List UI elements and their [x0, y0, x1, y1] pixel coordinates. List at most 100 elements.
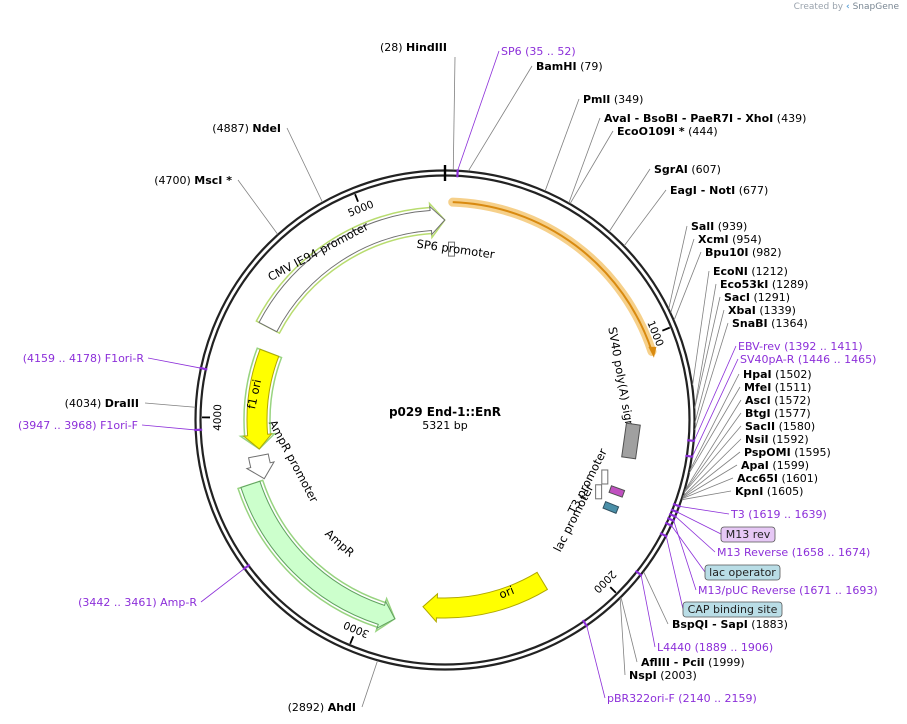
site-label-part: MscI *	[194, 174, 232, 187]
site-label-part: Bpu10I	[705, 246, 749, 259]
primer-mark	[670, 508, 679, 514]
boxed-label: lac operator	[709, 566, 776, 579]
site-label: EcoNI (1212)	[713, 265, 788, 278]
site-label-part: (607)	[691, 163, 721, 176]
leader-line	[147, 357, 201, 369]
feature-t3-promoter-box	[601, 469, 609, 485]
primer-mark	[242, 563, 251, 571]
site-label-part: (349)	[614, 93, 644, 106]
leader-line	[670, 238, 695, 313]
site-label: SalI (939)	[691, 220, 747, 233]
leader-line	[694, 309, 725, 423]
boxed-label: M13 rev	[726, 528, 771, 541]
site-label: SgrAI (607)	[654, 163, 721, 176]
site-label: (4034) DraIII	[65, 397, 139, 410]
site-label-part: EagI - NotI	[670, 184, 735, 197]
ruler-tick-label: 5000	[346, 199, 375, 220]
site-label-part: (1364)	[771, 317, 808, 330]
site-label-part: (1999)	[708, 656, 745, 669]
site-label-part: Eco53kI	[720, 278, 768, 291]
leader-line	[673, 251, 702, 321]
site-label-part: (1595)	[794, 446, 831, 459]
leader-line	[608, 168, 651, 232]
primer-label: M13/pUC Reverse (1671 .. 1693)	[698, 584, 878, 597]
site-label-part: BtgI	[745, 407, 771, 420]
leader-line	[683, 425, 742, 493]
primer-label: (4159 .. 4178) F1ori-R	[23, 352, 145, 365]
site-label: SnaBI (1364)	[732, 317, 808, 330]
leader-line	[681, 490, 732, 501]
primer-label-part: SP6	[501, 45, 522, 58]
site-label: BtgI (1577)	[745, 407, 811, 420]
primer-label-part: (2140 .. 2159)	[678, 692, 757, 705]
site-label: AscI (1572)	[745, 394, 811, 407]
site-label-part: (677)	[739, 184, 769, 197]
primer-mark	[199, 366, 208, 371]
feature-f1ori-label: f1 ori	[244, 378, 264, 410]
leader-line	[457, 50, 500, 171]
credit-brand: SnapGene	[852, 2, 899, 12]
boxed-label-bg	[682, 601, 783, 618]
primer-label-part: pBR322ori-F	[607, 692, 675, 705]
credit-prefix: Created by	[793, 2, 844, 12]
primer-mark	[659, 532, 668, 538]
site-label-part: (1289)	[772, 278, 809, 291]
site-label-part: KpnI	[735, 485, 763, 498]
feature-sv40-arrowhead	[648, 346, 657, 358]
primer-label: SP6 (35 .. 52)	[501, 45, 576, 58]
ruler-tick-label: 3000	[342, 618, 371, 639]
primer-label-part: M13 Reverse	[717, 546, 788, 559]
site-label-part: DraIII	[105, 397, 139, 410]
leader-line	[689, 373, 740, 471]
site-label: BspQI - SapI (1883)	[672, 618, 788, 631]
site-label-part: ApaI	[741, 459, 769, 472]
site-label-part: SgrAI	[654, 163, 688, 176]
primer-label: (3947 .. 3968) F1ori-F	[18, 419, 138, 432]
leader-line	[623, 189, 667, 246]
site-label-part: (1605)	[767, 485, 804, 498]
ruler-tick	[354, 193, 359, 203]
site-label: (4887) NdeI	[212, 122, 281, 135]
site-label: Acc65I (1601)	[737, 472, 818, 485]
map-title: p029 End-1::EnR	[389, 405, 501, 419]
map-length: 5321 bp	[422, 419, 467, 432]
primer-label-part: (1392 .. 1411)	[784, 340, 863, 353]
feature-cmv-arrow	[258, 205, 446, 333]
site-label-part: (1883)	[751, 618, 788, 631]
site-label: EcoO109I * (444)	[617, 125, 718, 138]
site-label-part: (2003)	[660, 669, 697, 682]
site-label: SacI (1291)	[724, 291, 790, 304]
leader-line	[671, 525, 706, 573]
site-label-part: (4700)	[154, 174, 191, 187]
leader-line	[677, 511, 722, 535]
leader-line	[643, 571, 669, 625]
leader-line	[452, 56, 456, 171]
leader-line	[144, 402, 196, 408]
primer-label-part: (1446 .. 1465)	[798, 353, 877, 366]
site-label-part: AflIII - PciI	[641, 656, 705, 669]
boxed-label: CAP binding site	[688, 603, 778, 616]
site-label: (2892) AhdI	[288, 701, 356, 714]
feature-sv40-label: SV40 poly(A) signal	[605, 326, 638, 439]
leader-line	[675, 516, 716, 553]
site-label-part: (439)	[777, 112, 807, 125]
site-label-part: (28)	[380, 41, 403, 54]
leader-line	[668, 225, 688, 309]
site-label: EagI - NotI (677)	[670, 184, 768, 197]
site-label: NspI (2003)	[629, 669, 697, 682]
site-label-part: (939)	[718, 220, 748, 233]
site-label: XcmI (954)	[698, 233, 762, 246]
site-label-part: (1577)	[774, 407, 811, 420]
primer-label: L4440 (1889 .. 1906)	[657, 641, 773, 654]
site-label: Bpu10I (982)	[705, 246, 782, 259]
leader-line	[141, 424, 196, 431]
feature-ampr-promoter-label: AmpR promoter	[266, 417, 321, 504]
boxed-label-bg	[720, 526, 776, 543]
primer-mark	[685, 454, 694, 458]
m13-rev-block	[608, 485, 626, 498]
ruler-tick-label: 4000	[212, 404, 224, 431]
primer-label-part: F1ori-F	[100, 419, 138, 432]
site-label-part: XcmI	[698, 233, 729, 246]
site-label: XbaI (1339)	[728, 304, 796, 317]
